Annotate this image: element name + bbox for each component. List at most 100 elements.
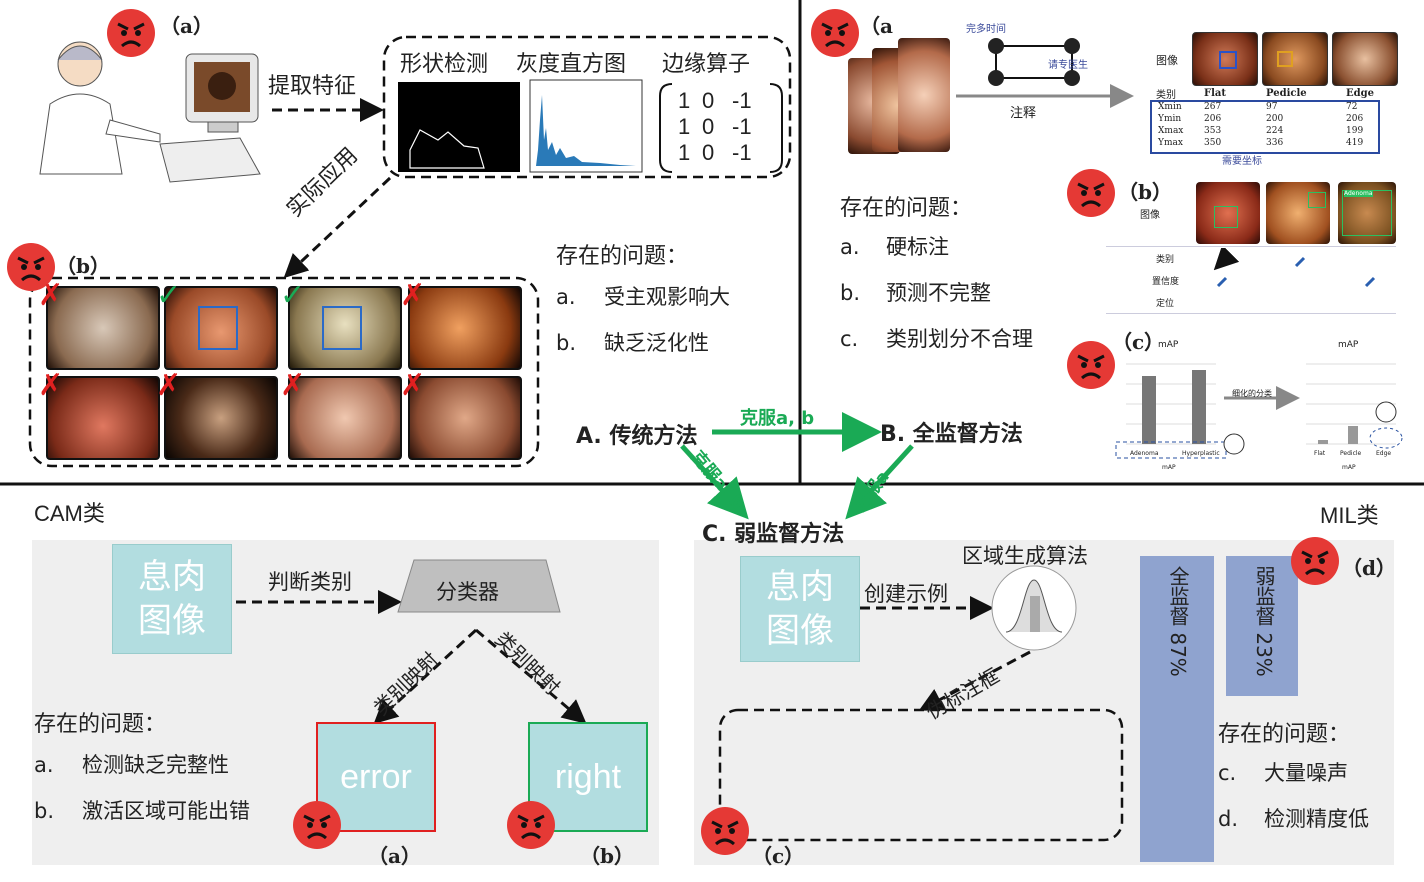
endoscopy-result-image — [288, 376, 402, 460]
table-image-flat — [1192, 32, 1258, 86]
left-cat-hyperplastic: Hyperplastic — [1182, 450, 1220, 457]
btable-grid — [1106, 246, 1396, 314]
coord-cell: 336 — [1266, 138, 1284, 148]
map-title-left: mAP — [1158, 340, 1179, 350]
cross-mark-icon: ✗ — [400, 368, 426, 403]
legend-right: mAP — [1342, 464, 1356, 471]
annotate-label: 注释 — [1010, 106, 1037, 121]
overcome-ab-label: 克服a, b — [740, 408, 815, 429]
btable-row-confidence: 置信度 — [1152, 277, 1180, 287]
coord-cell: 200 — [1266, 114, 1284, 124]
coord-row-key: Xmin — [1158, 102, 1182, 112]
doctor-workflow-icons — [988, 38, 1080, 86]
problem-b-key: b. — [840, 281, 861, 305]
problem-a-text: 硬标注 — [886, 235, 949, 259]
map-charts — [1115, 363, 1403, 459]
table-image-edge — [1332, 32, 1398, 86]
check-mark-icon: ✓ — [280, 278, 306, 313]
judge-class-label: 判断类别 — [268, 570, 352, 594]
angry-face-icon — [700, 806, 750, 856]
full-supervision-label: 全监督 87% — [1166, 566, 1190, 677]
endoscopy-result-image — [164, 286, 278, 370]
section-b-b-label: （b） — [1118, 180, 1172, 204]
angry-face-icon — [506, 800, 556, 850]
extract-features-label: 提取特征 — [268, 74, 357, 99]
stacked-endoscopy-image — [898, 38, 950, 152]
map-arrow-label: 细化的分类 — [1232, 389, 1272, 398]
btable-row-location: 定位 — [1156, 299, 1175, 309]
endoscopy-result-image — [46, 376, 160, 460]
problems-title-b: 存在的问题： — [840, 196, 973, 221]
angry-face-icon — [6, 242, 56, 292]
legend-left: mAP — [1162, 464, 1176, 471]
endoscopy-result-image — [288, 286, 402, 370]
btable-row-class: 类别 — [1156, 255, 1175, 265]
problem-d-text: 检测精度低 — [1264, 807, 1369, 831]
histogram-image — [529, 79, 643, 173]
problem-d-key: d. — [1218, 807, 1239, 831]
right-cat-flat: Flat — [1314, 450, 1326, 457]
create-instance-label: 创建示例 — [864, 582, 948, 606]
mil-title: MIL类 — [1320, 503, 1379, 528]
doctor-time-label: 完多时间 — [966, 24, 1006, 35]
cam-b-label: （b） — [580, 844, 634, 868]
method-b-label: B. 全监督方法 — [880, 422, 1023, 447]
shape-detection-image — [398, 82, 520, 172]
problem-a-key: a. — [34, 753, 54, 777]
region-algorithm-label: 区域生成算法 — [962, 544, 1088, 568]
adenoma-tag: Adenoma — [1344, 190, 1373, 197]
coord-cell: 350 — [1204, 138, 1222, 148]
problem-b-text: 预测不完整 — [886, 281, 991, 305]
angry-face-icon — [1066, 168, 1116, 218]
full-supervision-bar — [1140, 556, 1214, 862]
btable-image: Adenoma — [1338, 182, 1396, 244]
method-a-label: A. 传统方法 — [576, 424, 698, 449]
cam-a-label: （a） — [368, 844, 421, 868]
section-b-a-label: （a — [860, 14, 893, 38]
cross-mark-icon: ✗ — [280, 368, 306, 403]
check-mark-icon: ✓ — [156, 278, 182, 313]
endoscopy-result-image — [46, 286, 160, 370]
coordinate-box — [1150, 100, 1380, 154]
detection-box — [322, 306, 362, 350]
section-a-label: （a） — [160, 14, 213, 38]
left-cat-adenoma: Adenoma — [1130, 450, 1159, 457]
endoscopy-result-image — [164, 376, 278, 460]
cam-polyp-image-box: 息肉图像 — [112, 544, 232, 654]
coord-cell: 206 — [1346, 114, 1364, 124]
table-image-header: 图像 — [1156, 54, 1178, 67]
problem-c-text: 类别划分不合理 — [886, 327, 1033, 351]
problems-title-a: 存在的问题： — [556, 244, 689, 269]
problems-title-mil: 存在的问题： — [1218, 722, 1351, 747]
mil-polyp-image-box: 息肉图像 — [740, 556, 860, 662]
problem-a-text: 受主观影响大 — [604, 285, 730, 309]
coord-cell: 353 — [1204, 126, 1222, 136]
cross-mark-icon: ✗ — [38, 278, 64, 313]
angry-face-icon — [1290, 536, 1340, 586]
coord-cell: 199 — [1346, 126, 1364, 136]
coord-row-key: Xmax — [1158, 126, 1184, 136]
feature-edge-label: 边缘算子 — [662, 52, 751, 77]
endoscopy-result-image — [408, 286, 522, 370]
angry-face-icon — [1066, 340, 1116, 390]
angry-face-icon — [106, 8, 156, 58]
coord-cell: 97 — [1266, 102, 1278, 112]
map-title-right: mAP — [1338, 340, 1359, 350]
coord-cell: 419 — [1346, 138, 1364, 148]
need-coordinate-label: 需要坐标 — [1222, 156, 1262, 167]
cross-mark-icon: ✗ — [38, 368, 64, 403]
classifier-label: 分类器 — [436, 580, 499, 604]
btable-image — [1196, 182, 1260, 244]
btable-image-header: 图像 — [1140, 210, 1160, 221]
table-image-pedicle — [1262, 32, 1328, 86]
coord-cell: 224 — [1266, 126, 1284, 136]
problem-b-key: b. — [556, 331, 577, 355]
mil-c-label: （c） — [752, 844, 805, 868]
mil-d-label: （d） — [1342, 556, 1396, 580]
section-b-c-label: （c） — [1112, 330, 1165, 354]
problem-b-text: 激活区域可能出错 — [82, 799, 250, 823]
coord-cell: 72 — [1346, 102, 1358, 112]
cross-mark-icon: ✗ — [400, 278, 426, 313]
